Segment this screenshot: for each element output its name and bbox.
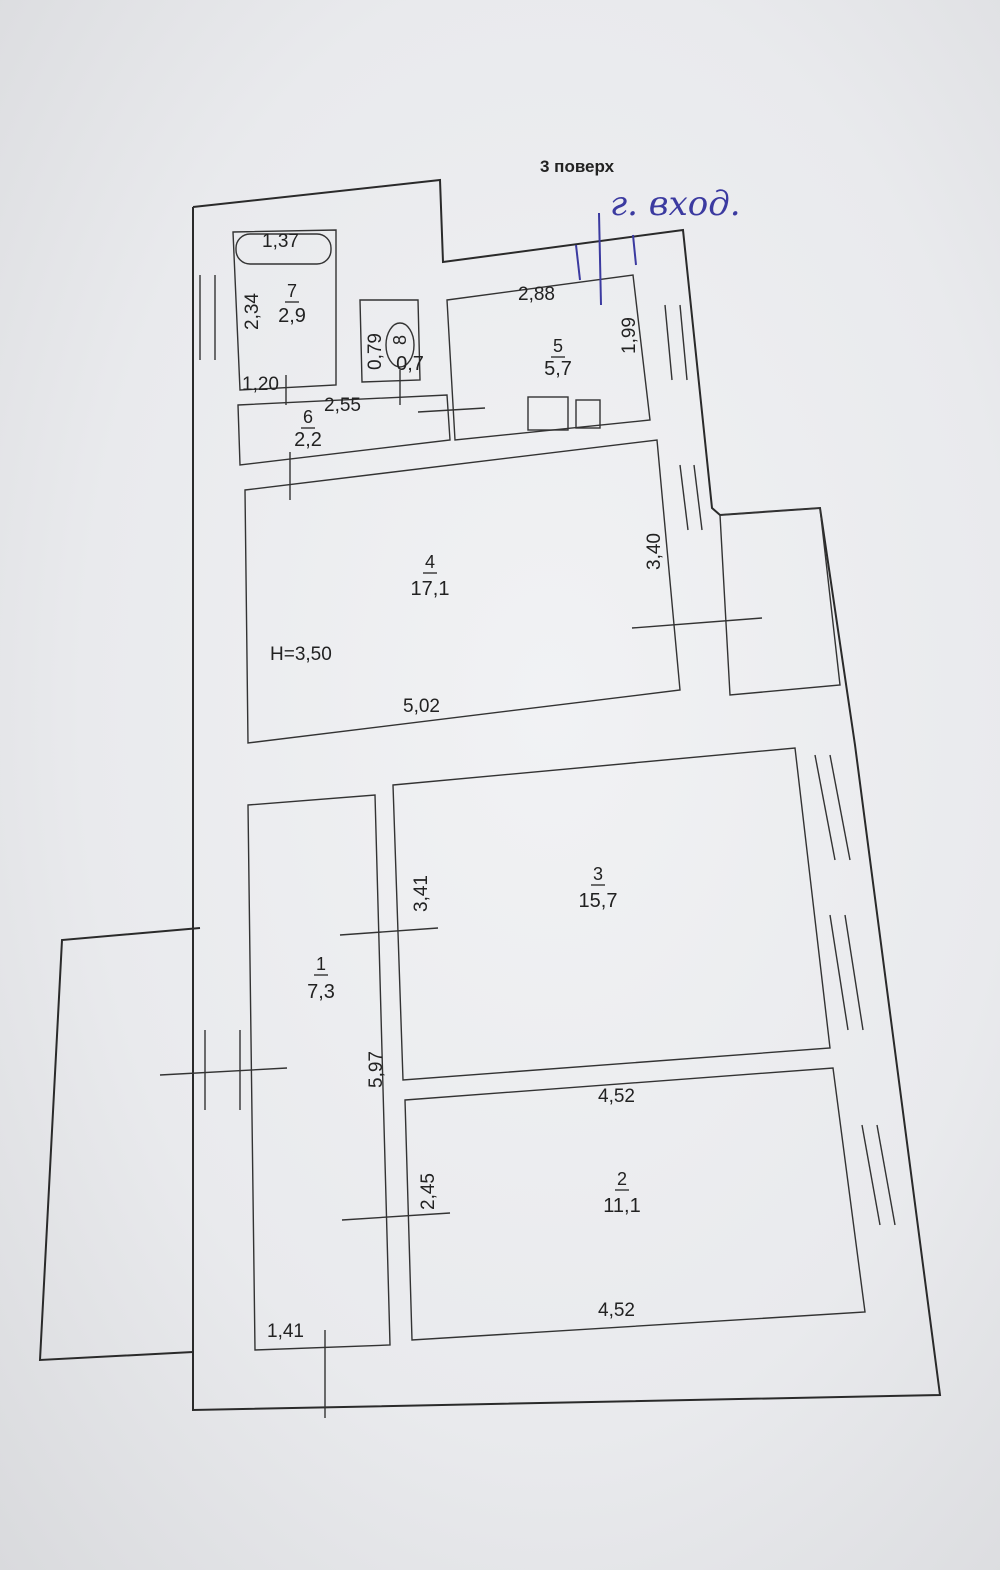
- dim-room7-length: 2,34: [242, 293, 263, 330]
- toilet-icon: [385, 322, 415, 368]
- svg-text:5,7: 5,7: [544, 358, 572, 380]
- room-2-label: 2 11,1: [603, 1169, 640, 1217]
- dim-room5-length: 1,99: [619, 317, 640, 354]
- entrance-door-marker: [575, 212, 637, 306]
- svg-text:0,7: 0,7: [396, 353, 424, 375]
- svg-text:4: 4: [425, 552, 435, 572]
- room-8-outline: [359, 299, 421, 383]
- svg-text:6: 6: [303, 407, 313, 427]
- room-2-outline: [404, 1067, 866, 1341]
- dim-room1-width: 1,41: [267, 1321, 304, 1342]
- room-1-label: 1 7,3: [307, 954, 335, 1003]
- handwritten-entrance-note: г. вход.: [610, 184, 741, 224]
- svg-text:7: 7: [287, 281, 297, 301]
- room-7-label: 7 2,9: [278, 281, 306, 327]
- room-8-label: 8 0,7: [390, 335, 424, 375]
- dim-room4-width: 5,02: [403, 696, 440, 717]
- door-markers: [159, 370, 763, 1418]
- room-5-outline: [446, 274, 651, 441]
- room-3-label: 3 15,7: [579, 864, 618, 912]
- dim-room2-bottom-width: 4,52: [598, 1300, 635, 1321]
- bathtub-icon: [235, 233, 332, 265]
- room-1-outline: [247, 794, 391, 1351]
- svg-text:1: 1: [316, 954, 326, 974]
- svg-text:11,1: 11,1: [603, 1195, 640, 1217]
- dim-room1-length: 5,97: [366, 1051, 387, 1088]
- svg-text:2,9: 2,9: [278, 305, 306, 327]
- svg-text:17,1: 17,1: [411, 578, 450, 600]
- sink-icon: [575, 399, 601, 429]
- svg-text:5: 5: [553, 336, 563, 356]
- stove-icon: [527, 396, 569, 431]
- balcony-outline: [38, 927, 201, 1362]
- room-7-outline: [232, 229, 337, 391]
- dim-room6-length: 2,55: [324, 395, 361, 416]
- dim-bath-length: 1,37: [262, 231, 299, 252]
- dim-room2-top-width: 4,52: [598, 1086, 635, 1107]
- svg-text:2,2: 2,2: [294, 429, 322, 451]
- ceiling-height: H=3,50: [270, 644, 332, 665]
- dim-room2-length: 2,45: [418, 1173, 439, 1210]
- dim-room3-length: 3,41: [411, 875, 432, 912]
- dim-room5-width: 2,88: [518, 284, 555, 305]
- room-4-label: 4 17,1: [411, 552, 450, 600]
- svg-text:15,7: 15,7: [579, 890, 618, 912]
- dim-room8-length: 0,79: [365, 333, 386, 370]
- right-annex: [719, 507, 841, 696]
- svg-text:8: 8: [390, 335, 410, 345]
- room-3-outline: [392, 747, 831, 1081]
- dim-room7-width: 1,20: [242, 374, 279, 395]
- room-6-outline: [237, 394, 451, 466]
- fraction-lines: [285, 301, 629, 1191]
- floor-label: 3 поверх: [540, 157, 615, 176]
- svg-text:3: 3: [593, 864, 603, 884]
- room-4-outline: [244, 439, 681, 744]
- room-6-label: 6 2,2: [294, 407, 322, 451]
- room-5-label: 5 5,7: [544, 336, 572, 380]
- svg-text:2: 2: [617, 1169, 627, 1189]
- svg-text:7,3: 7,3: [307, 981, 335, 1003]
- dim-room4-length: 3,40: [644, 533, 665, 570]
